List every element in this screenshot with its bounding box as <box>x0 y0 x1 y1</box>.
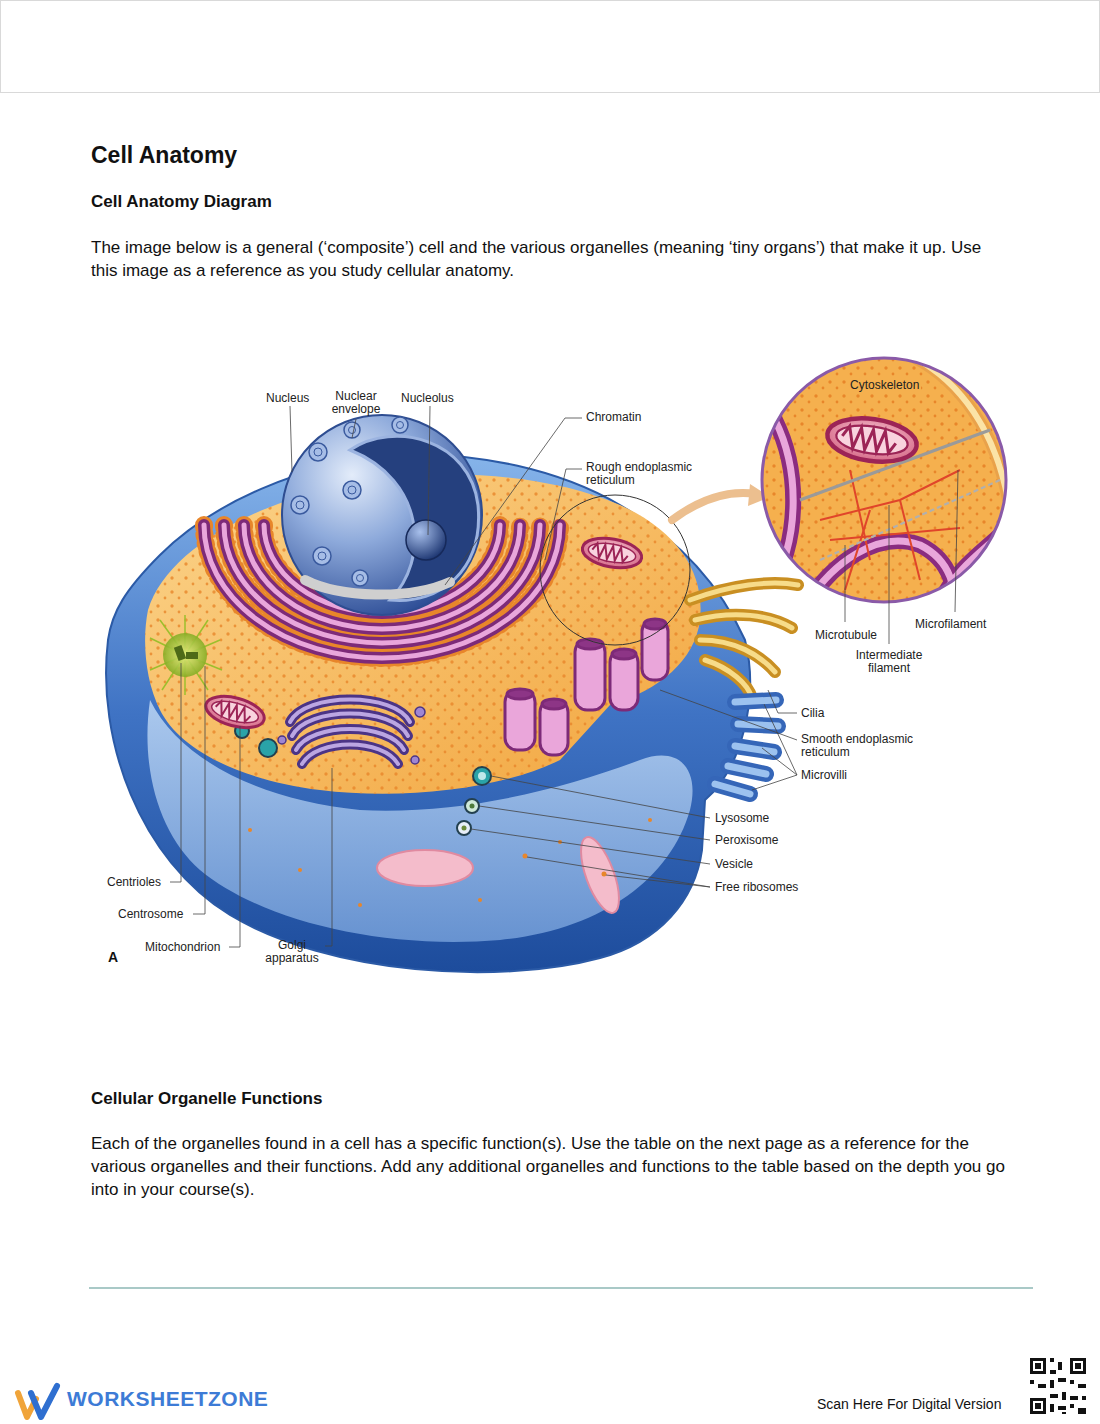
part-label: Nucleus <box>266 391 309 405</box>
golgi-shape <box>278 700 425 765</box>
part-label: Nuclear envelope <box>326 390 386 416</box>
part-label: Smooth endoplasmic reticulum <box>801 733 929 759</box>
zoom-arrow <box>672 493 756 520</box>
part-label: Chromatin <box>586 410 641 424</box>
qr-code <box>1030 1358 1086 1414</box>
part-label: Lysosome <box>715 811 769 825</box>
part-label: Microtubule <box>815 628 877 642</box>
leader-lines <box>170 406 958 947</box>
centrosome-shape <box>150 615 222 695</box>
free-ribosomes <box>248 818 652 907</box>
mitochondrion-shape <box>377 850 473 886</box>
part-label: Centrosome <box>118 907 183 921</box>
part-label: Vesicle <box>715 857 753 871</box>
part-label: Intermediate filament <box>847 649 931 675</box>
part-label: Rough endoplasmic reticulum <box>586 461 708 487</box>
brand-name: WORKSHEETZONE <box>67 1386 268 1411</box>
part-label: Golgi apparatus <box>261 939 323 965</box>
cytoplasm <box>145 474 701 793</box>
part-label: Nucleolus <box>401 391 454 405</box>
zoom-outline <box>762 358 1006 602</box>
footer-rule <box>89 1287 1033 1289</box>
cilia-shapes <box>690 583 798 698</box>
qr-caption: Scan Here For Digital Version <box>817 1396 1001 1413</box>
mitochondrion-shape <box>202 691 267 734</box>
logo-mark <box>18 1386 57 1417</box>
mitochondrion-shape <box>580 534 644 572</box>
section-heading: Cell Anatomy Diagram <box>91 192 272 212</box>
part-label: Microvilli <box>801 768 847 782</box>
section-heading: Cellular Organelle Functions <box>91 1089 322 1109</box>
vesicle-shapes <box>235 724 491 835</box>
figure-letter: A <box>108 949 118 966</box>
part-label: Peroxisome <box>715 833 778 847</box>
nucleus-shape <box>282 415 482 615</box>
part-label: Cilia <box>801 706 824 720</box>
part-label: Mitochondrion <box>145 940 220 954</box>
page-title: Cell Anatomy <box>91 141 237 169</box>
detail-outline <box>540 495 690 645</box>
intro-paragraph: The image below is a general (‘composite… <box>91 236 1006 282</box>
part-label: Microfilament <box>915 617 986 631</box>
part-label: Cytoskeleton <box>848 378 921 392</box>
cytoskeleton-detail <box>760 356 1012 620</box>
body-paragraph: Each of the organelles found in a cell h… <box>91 1132 1026 1201</box>
ribosome-dots <box>145 474 701 793</box>
cell-illustration <box>106 356 1012 972</box>
part-label: Centrioles <box>107 875 161 889</box>
part-label: Free ribosomes <box>715 880 798 894</box>
header-frame <box>1 1 1100 93</box>
